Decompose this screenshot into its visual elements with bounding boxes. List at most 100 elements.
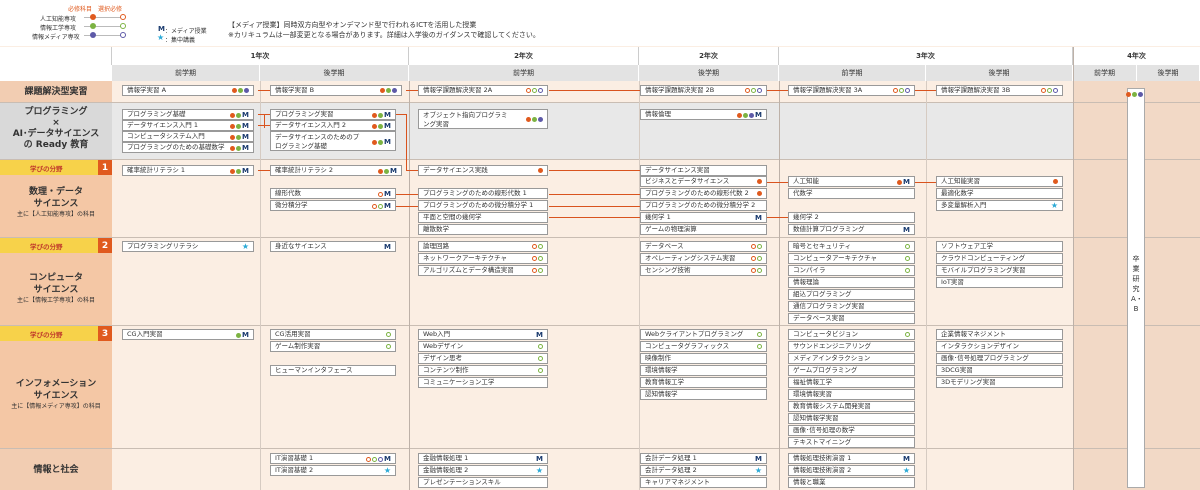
course-box[interactable]: オペレーティングシステム実習 xyxy=(640,253,767,264)
course-box[interactable]: 通信プログラミング実習 xyxy=(788,301,915,312)
course-box[interactable]: 3DCG実習 xyxy=(936,365,1063,376)
course-box[interactable]: インタラクションデザイン xyxy=(936,341,1063,352)
course-box[interactable]: 認知情報学 xyxy=(640,389,767,400)
course-box[interactable]: コンピュータアーキテクチャ xyxy=(788,253,915,264)
course-box[interactable]: 教育情報工学 xyxy=(640,377,767,388)
legend-ring-media xyxy=(120,32,126,38)
course-box[interactable]: ゲーム制作実習 xyxy=(270,341,396,352)
course-box[interactable]: 映像制作 xyxy=(640,353,767,364)
course-box[interactable]: 3Dモデリング実習 xyxy=(936,377,1063,388)
course-box[interactable]: プログラミングのための線形代数 1 xyxy=(418,188,548,199)
course-box[interactable]: Webデザイン xyxy=(418,341,548,352)
course-box[interactable]: デザイン思考 xyxy=(418,353,548,364)
graduation-research-box[interactable] xyxy=(1126,88,1145,488)
course-box[interactable]: キャリアマネジメント xyxy=(640,477,767,488)
course-box[interactable]: 情報学課題解決実習 3A xyxy=(788,85,915,96)
course-box[interactable]: 論理回路 xyxy=(418,241,548,252)
course-box[interactable]: 企業情報マネジメント xyxy=(936,329,1063,340)
course-label: プログラミングリテラシ xyxy=(127,242,199,250)
course-box[interactable]: ゲームプログラミング xyxy=(788,365,915,376)
course-box[interactable]: ネットワークアーキテクチャ xyxy=(418,253,548,264)
course-box[interactable]: プログラミングのための線形代数 2 xyxy=(640,188,767,199)
course-box[interactable]: ソフトウェア工学 xyxy=(936,241,1063,252)
course-box[interactable]: 環境情報学 xyxy=(640,365,767,376)
course-box[interactable]: センシング技術 xyxy=(640,265,767,276)
course-box[interactable]: データサイエンス実習 xyxy=(640,165,767,176)
course-box[interactable]: メディアインタラクション xyxy=(788,353,915,364)
course-box[interactable]: 認知情報学実習 xyxy=(788,413,915,424)
course-box[interactable]: Webクライアントプログラミング xyxy=(640,329,767,340)
course-box[interactable]: 代数学 xyxy=(788,188,915,199)
course-box[interactable]: 情報学課題解決実習 3B xyxy=(936,85,1063,96)
course-box[interactable]: 情報処理技術演習 2★ xyxy=(788,465,915,476)
course-box[interactable]: 会計データ処理 2★ xyxy=(640,465,767,476)
course-box[interactable]: 画像･信号処理の数学 xyxy=(788,425,915,436)
course-box[interactable]: IoT実習 xyxy=(936,277,1063,288)
course-box[interactable]: 情報学実習 A xyxy=(122,85,254,96)
course-box[interactable]: 幾何学 2 xyxy=(788,212,915,223)
course-box[interactable]: モバイルプログラミング実習 xyxy=(936,265,1063,276)
course-box[interactable]: テキストマイニング xyxy=(788,437,915,448)
course-box[interactable]: コンピュータビジョン xyxy=(788,329,915,340)
course-box[interactable]: プログラミングリテラシ★ xyxy=(122,241,254,252)
course-box[interactable]: プレゼンテーションスキル xyxy=(418,477,548,488)
course-box[interactable]: ゲームの物理演算 xyxy=(640,224,767,235)
course-box[interactable]: 福祉情報工学 xyxy=(788,377,915,388)
course-box[interactable]: 情報学課題解決実習 2B xyxy=(640,85,767,96)
course-box[interactable]: 情報と職業 xyxy=(788,477,915,488)
course-box[interactable]: コンピュータグラフィックス xyxy=(640,341,767,352)
course-box[interactable]: 画像･信号処理プログラミング xyxy=(936,353,1063,364)
course-box[interactable]: CG活用実習 xyxy=(270,329,396,340)
course-box[interactable]: 環境情報実習 xyxy=(788,389,915,400)
course-box[interactable]: サウンドエンジニアリング xyxy=(788,341,915,352)
course-box[interactable]: 組込プログラミング xyxy=(788,289,915,300)
course-box[interactable]: 最適化数学 xyxy=(936,188,1063,199)
course-box[interactable]: データベース実習 xyxy=(788,313,915,324)
course-box[interactable]: 平面と空間の幾何学 xyxy=(418,212,548,223)
course-box[interactable]: プログラミングのための微分積分学 2 xyxy=(640,200,767,211)
course-box[interactable]: IT演習基礎 2★ xyxy=(270,465,396,476)
course-box[interactable]: 人工知能実習 xyxy=(936,176,1063,187)
course-box[interactable]: ヒューマンインタフェース xyxy=(270,365,396,376)
course-box[interactable]: 離散数学 xyxy=(418,224,548,235)
course-box[interactable]: データベース xyxy=(640,241,767,252)
course-box[interactable]: コンパイラ xyxy=(788,265,915,276)
course-box[interactable]: 情報学実習 B xyxy=(270,85,402,96)
course-box[interactable]: クラウドコンピューティング xyxy=(936,253,1063,264)
course-box[interactable]: オブジェクト指向プログラミング実習 xyxy=(418,109,548,129)
course-box[interactable]: コミュニケーション工学 xyxy=(418,377,548,388)
course-box[interactable]: データサイエンス実践 xyxy=(418,165,548,176)
course-box[interactable]: アルゴリズムとデータ構造実習 xyxy=(418,265,548,276)
course-box[interactable]: 情報学課題解決実習 2A xyxy=(418,85,548,96)
course-box[interactable]: プログラミングのための微分積分学 1 xyxy=(418,200,548,211)
course-box[interactable]: ビジネスとデータサイエンス xyxy=(640,176,767,187)
course-box[interactable]: コンテンツ制作 xyxy=(418,365,548,376)
course-box[interactable]: 教育情報システム開発実習 xyxy=(788,401,915,412)
course-box[interactable]: 金融情報処理 2★ xyxy=(418,465,548,476)
course-box[interactable]: 情報理論 xyxy=(788,277,915,288)
course-box[interactable]: 暗号とセキュリティ xyxy=(788,241,915,252)
course-box[interactable]: 多変量解析入門★ xyxy=(936,200,1063,211)
